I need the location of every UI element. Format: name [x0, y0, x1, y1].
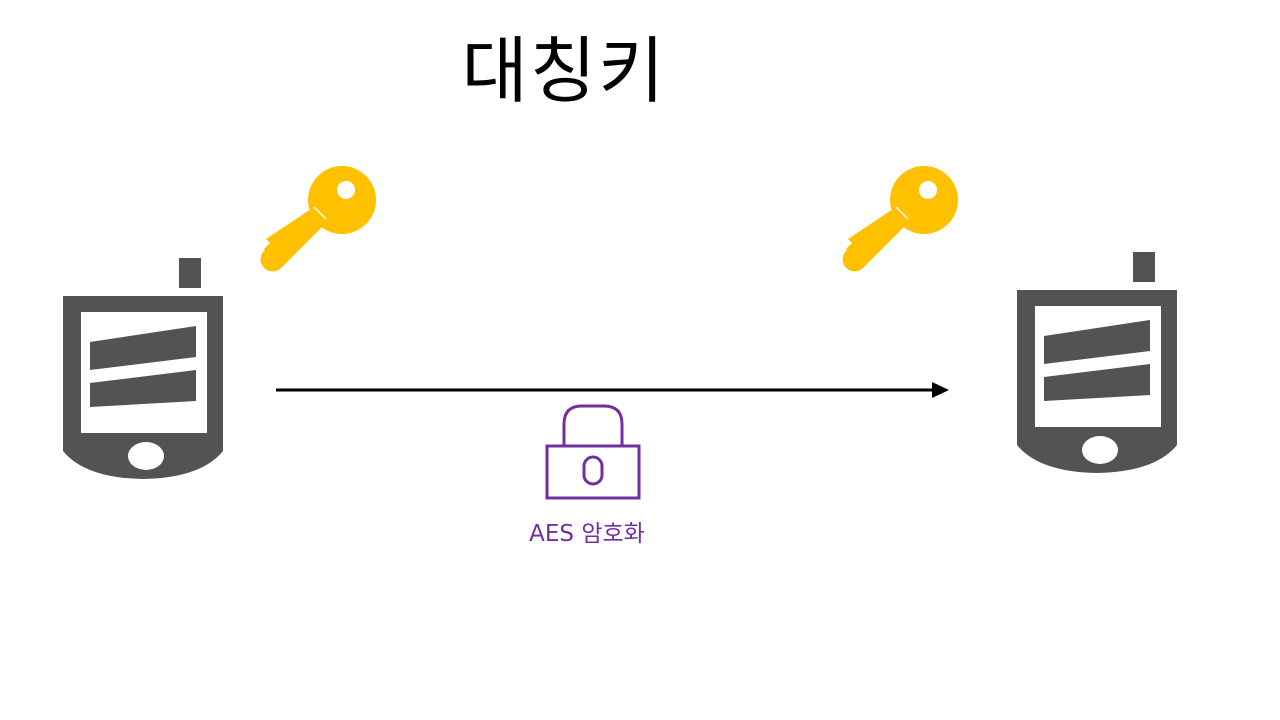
transfer-arrow-icon	[276, 382, 949, 398]
padlock-icon	[545, 404, 641, 500]
receiver-key-icon	[842, 166, 958, 272]
slide-title: 대칭키	[461, 29, 667, 113]
sender-device-icon	[63, 258, 223, 479]
receiver-device-icon	[1017, 252, 1177, 473]
encryption-caption: AES 암호화	[529, 521, 645, 547]
sender-key-icon	[260, 166, 376, 272]
